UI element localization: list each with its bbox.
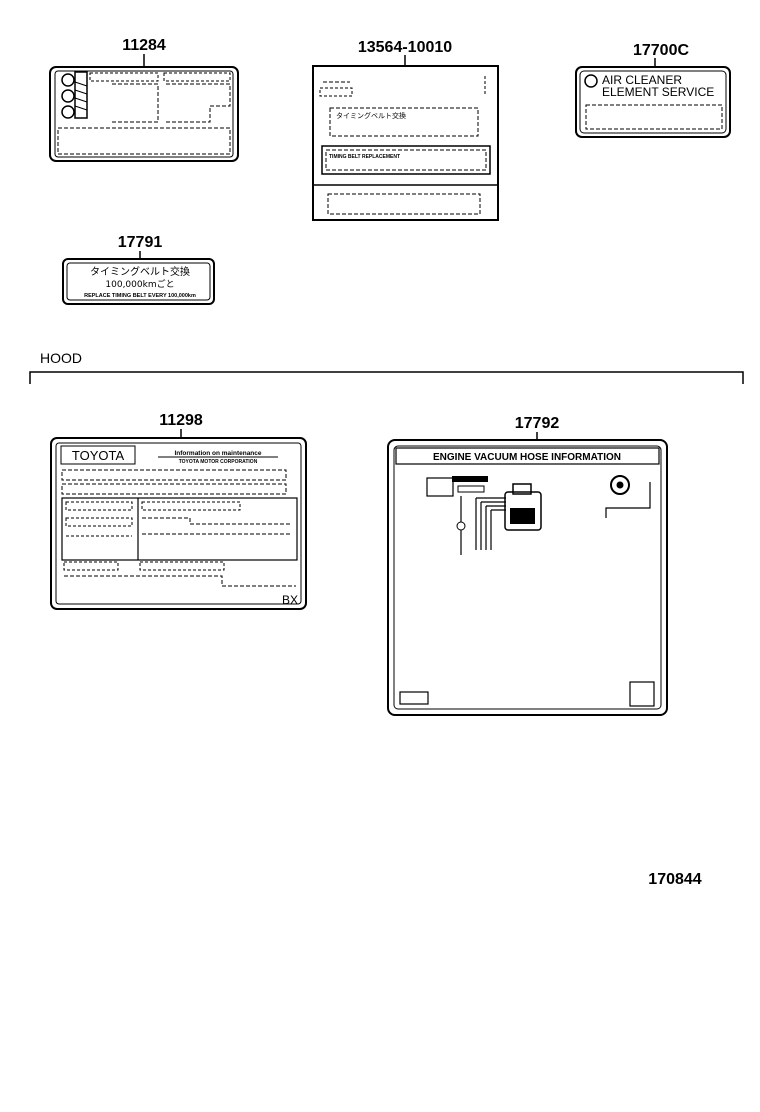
label-11284 [49, 66, 239, 162]
vacuum-hose-title: ENGINE VACUUM HOSE INFORMATION [433, 452, 621, 463]
part-17700C[interactable]: 17700C AIR CLEANER ELEMENT SERVICE [575, 42, 731, 138]
brand-toyota: TOYOTA [72, 448, 125, 463]
jp-text-13564: タイミングベルト交換 [336, 111, 406, 120]
label-17791 [62, 258, 215, 305]
drawing-number: 170844 [648, 871, 701, 888]
en-line-17791: REPLACE TIMING BELT EVERY 100,000km [84, 293, 196, 299]
hood-section-label: HOOD [40, 350, 82, 366]
hose-diagram-icon [426, 476, 542, 555]
part-17791[interactable]: 17791 タイミングベルト交換 100,000kmごと REPLACE TIM… [62, 234, 215, 305]
part-11298[interactable]: 11298 TOYOTA Information on maintenance … [50, 412, 307, 610]
part-number-11284: 11284 [122, 37, 166, 54]
maintenance-header: Information on maintenance [174, 450, 261, 457]
hood-bracket [29, 371, 744, 384]
maintenance-subheader: TOYOTA MOTOR CORPORATION [179, 459, 258, 465]
port-circle-icon [610, 475, 630, 495]
label-11298 [50, 437, 307, 610]
part-number-17792: 17792 [515, 415, 560, 432]
code-bx: BX [282, 593, 298, 607]
label-17792 [387, 439, 668, 716]
indicator-circle-icon [584, 74, 598, 88]
bolt-icon [61, 71, 88, 119]
km-line-17791: 100,000kmごと [105, 278, 174, 290]
part-17792[interactable]: 17792 ENGINE VACUUM HOSE INFORMATION [387, 415, 668, 716]
part-number-17700C: 17700C [633, 42, 689, 59]
part-number-17791: 17791 [118, 234, 163, 251]
small-text-13564: TIMING BELT REPLACEMENT [329, 154, 400, 160]
label-17700C [575, 66, 731, 138]
text-element-service: ELEMENT SERVICE [602, 85, 714, 99]
part-number-13564-10010: 13564-10010 [358, 39, 452, 56]
part-11284[interactable]: 11284 [49, 37, 239, 162]
hood-section: HOOD [29, 350, 744, 384]
text-air-cleaner: AIR CLEANER [602, 73, 682, 87]
label-13564 [312, 65, 499, 221]
jp-line-17791: タイミングベルト交換 [90, 265, 190, 278]
part-13564-10010[interactable]: 13564-10010 タイミングベルト交換 TIMING BELT REPLA… [312, 39, 499, 221]
part-number-11298: 11298 [159, 412, 203, 429]
